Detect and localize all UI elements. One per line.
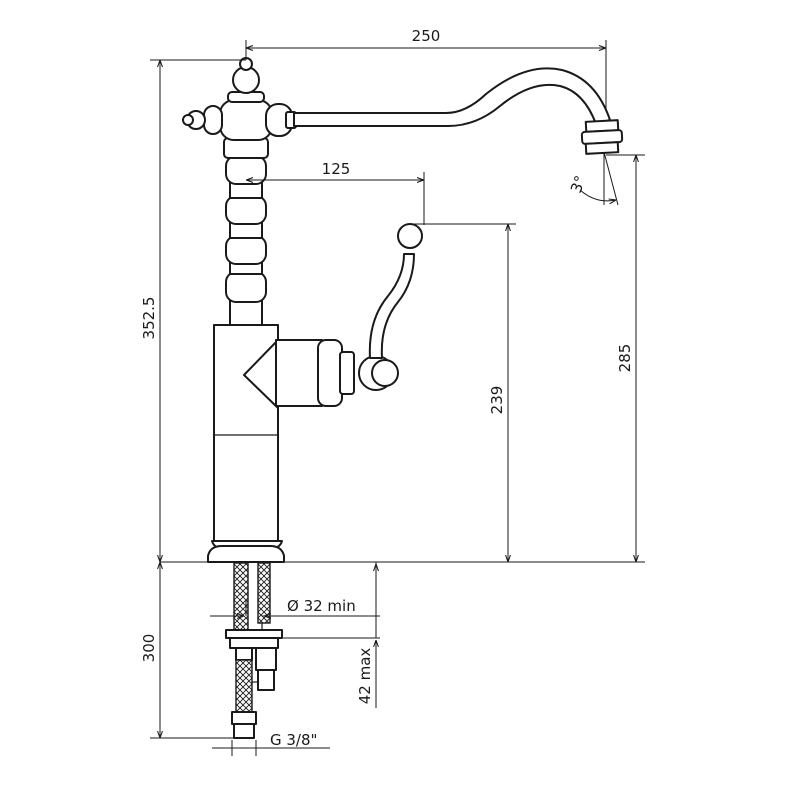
faucet-body: [182, 57, 624, 563]
handle: [243, 223, 423, 409]
label-spout-angle: 3°: [567, 173, 590, 195]
column: [223, 137, 269, 326]
label-deck-thickness: 42 max: [356, 648, 374, 705]
label-handle-height: 239: [488, 386, 506, 415]
under-deck-assembly: [160, 561, 645, 739]
side-knob: [182, 105, 223, 135]
dimension-labels: 250 125 352.5 285 239 300 Ø 32 min 42 ma…: [140, 27, 634, 749]
top-finial: [227, 57, 265, 103]
hose-right: [257, 562, 271, 624]
handle-ball: [397, 223, 423, 249]
label-handle-offset: 125: [322, 160, 351, 178]
spout: [293, 67, 611, 127]
label-thread: G 3/8": [270, 731, 317, 749]
label-total-height: 352.5: [140, 297, 158, 340]
aerator: [580, 119, 624, 155]
label-hole-diameter: Ø 32 min: [287, 597, 356, 615]
lock-nut: [229, 637, 279, 649]
dimension-lines: [150, 40, 645, 756]
spout-collar: [219, 99, 273, 141]
label-outlet-height: 285: [616, 344, 634, 373]
washer: [225, 629, 283, 639]
label-spout-reach: 250: [412, 27, 441, 45]
label-hose-length: 300: [140, 634, 158, 663]
handle-lever: [368, 253, 415, 359]
